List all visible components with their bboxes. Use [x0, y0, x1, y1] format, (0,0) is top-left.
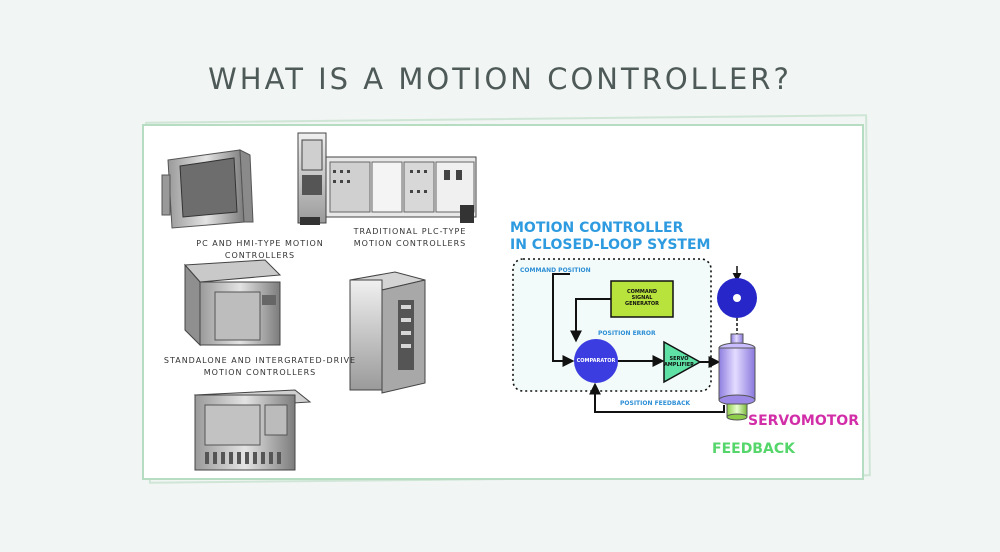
servomotor-body — [718, 333, 756, 406]
plc-rack-illustration — [297, 132, 477, 225]
diagram-title-line: IN CLOSED-LOOP SYSTEM — [510, 237, 711, 253]
comparator-circle — [574, 339, 618, 383]
signal-wiring — [552, 273, 725, 413]
caption-line: TRADITIONAL PLC-TYPE — [353, 227, 467, 236]
box-label-line: SERVO — [669, 356, 689, 362]
label-command-signal-generator: COMMAND SIGNAL GENERATOR — [611, 289, 673, 307]
caption-line: MOTION CONTROLLERS — [353, 239, 467, 248]
caption-standalone: STANDALONE AND INTERGRATED-DRIVE MOTION … — [140, 355, 380, 379]
box-label-line: AMPLIFIER — [663, 362, 695, 368]
label-command-position: COMMAND POSITION — [520, 267, 591, 274]
label-servomotor: SERVOMOTOR — [748, 413, 859, 429]
tall-drive-illustration — [349, 271, 426, 394]
label-comparator: COMPARATOR — [576, 358, 616, 364]
label-position-feedback: POSITION FEEDBACK — [620, 400, 691, 407]
encoder-hub — [733, 294, 741, 302]
caption-line: STANDALONE AND INTERGRATED-DRIVE — [163, 356, 357, 365]
box-label-line: COMMAND — [626, 289, 658, 295]
label-position-error: POSITION ERROR — [598, 330, 656, 337]
caption-line: MOTION CONTROLLERS — [203, 368, 317, 377]
caption-pc-hmi: PC AND HMI-TYPE MOTION CONTROLLERS — [180, 238, 340, 262]
box-label-line: SIGNAL — [631, 295, 653, 301]
diagram-title-line: MOTION CONTROLLER — [510, 220, 684, 236]
caption-plc: TRADITIONAL PLC-TYPE MOTION CONTROLLERS — [340, 226, 480, 250]
caption-line: PC AND HMI-TYPE MOTION — [196, 239, 324, 248]
box-label-line: GENERATOR — [625, 301, 659, 307]
diagram-title: MOTION CONTROLLER IN CLOSED-LOOP SYSTEM — [510, 220, 720, 254]
caption-line: CONTROLLERS — [224, 251, 296, 260]
feedback-encoder-body — [726, 403, 748, 421]
hmi-panel-illustration — [161, 149, 254, 229]
integrated-drive-illustration — [193, 389, 312, 471]
page-title: WHAT IS A MOTION CONTROLLER? — [208, 62, 792, 96]
label-feedback: FEEDBACK — [712, 441, 795, 457]
standalone-drive-illustration — [183, 259, 282, 347]
label-servo-amplifier: SERVO AMPLIFIER — [662, 356, 696, 368]
command-signal-generator-box — [610, 280, 674, 318]
